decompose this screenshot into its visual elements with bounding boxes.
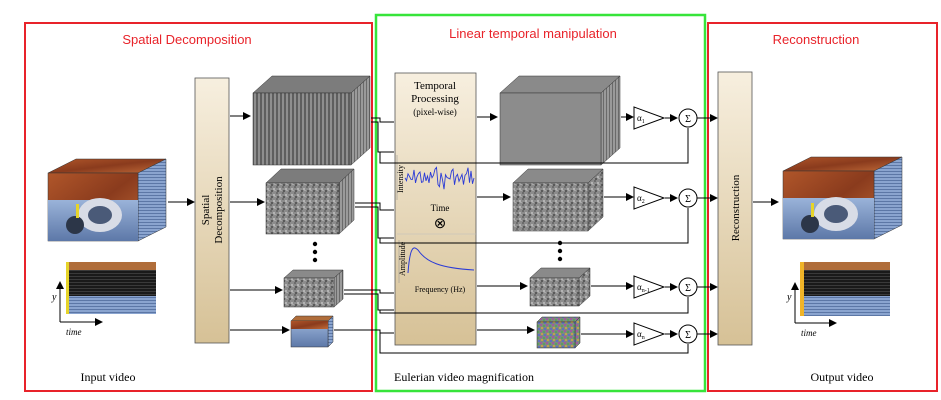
sum-node-2: Σ [678, 188, 698, 208]
plot-amplitude-ylabel: Amplitude [398, 241, 407, 276]
plot-time-xlabel: Time [431, 203, 450, 213]
plot-intensity-ylabel: Intensity [396, 165, 405, 193]
ellipsis-filtered [557, 240, 563, 262]
temporal-label-line1: Temporal [414, 80, 456, 92]
svg-text:Decomposition: Decomposition [213, 176, 225, 244]
caption-output-video: Output video [811, 370, 874, 384]
sum-node-4: Σ [678, 324, 698, 344]
gain-label-3: αn-1 [637, 282, 650, 294]
pyramid-level-2-cube [265, 168, 355, 235]
input-video-cube [47, 158, 167, 242]
filtered-level-2-cube [512, 168, 604, 232]
section-frame-reconstruction [707, 22, 938, 392]
filtered-level-3-cube [529, 267, 591, 307]
temporal-label-line2: Processing [411, 93, 459, 105]
gain-label-2: α2 [637, 193, 645, 205]
sum-symbol-4: Σ [685, 330, 691, 341]
intensity-signal [404, 166, 475, 190]
pyramid-level-3-cube [283, 269, 344, 308]
output-video-slice [800, 262, 890, 316]
sum-symbol-3: Σ [685, 283, 691, 294]
gain-triangle-3: αn-1 [633, 275, 666, 299]
gain-triangle-1: α1 [633, 106, 666, 130]
spatial-decomposition-block: Spatial Decomposition [194, 77, 230, 344]
gain-label-1: α1 [637, 113, 645, 125]
filtered-level-1-cube [499, 75, 621, 166]
level-connectors [334, 117, 394, 334]
frequency-response-curve [407, 247, 475, 274]
ellipsis-levels [312, 241, 318, 263]
axis-y-output: y [786, 292, 792, 303]
spatial-decomp-label-line1: Spatial [200, 195, 212, 226]
gain-label-4: αn [637, 329, 645, 341]
section-title-spatial: Spatial Decomposition [122, 32, 251, 47]
input-axes: y time [51, 281, 103, 337]
caption-eulerian: Eulerian video magnification [394, 370, 534, 384]
axis-time-output: time [801, 328, 817, 338]
pyramid-level-4-cube [290, 315, 334, 348]
reconstruction-block: Reconstruction [717, 71, 753, 346]
temporal-label-line3: (pixel-wise) [413, 107, 456, 117]
reconstruction-label: Reconstruction [730, 174, 742, 241]
spatial-decomp-label-line2: Decomposition [213, 176, 225, 244]
output-video-cube [782, 156, 903, 240]
multiply-symbol: ⊗ [434, 216, 447, 232]
output-axes: y time [786, 282, 837, 338]
gain-triangle-4: αn [633, 322, 666, 346]
sum-symbol-2: Σ [685, 194, 691, 205]
axis-y-input: y [51, 292, 57, 303]
sum-node-3: Σ [678, 277, 698, 297]
temporal-processing-block: Temporal Processing (pixel-wise) Intensi… [394, 72, 477, 346]
caption-input-video: Input video [81, 370, 136, 384]
axis-time-input: time [66, 327, 82, 337]
plot-frequency-xlabel: Frequency (Hz) [415, 285, 466, 294]
sum-to-reconstruction-arrows [697, 114, 718, 338]
svg-text:Spatial: Spatial [200, 195, 212, 226]
bypass-lines [379, 128, 689, 354]
input-video-slice [66, 262, 156, 314]
section-title-reconstruction: Reconstruction [773, 32, 860, 47]
sum-symbol-1: Σ [685, 114, 691, 125]
filtered-level-4-cube [536, 316, 581, 349]
section-title-temporal: Linear temporal manipulation [449, 26, 617, 41]
pyramid-level-1-cube [252, 75, 371, 166]
gain-triangle-2: α2 [633, 186, 666, 210]
sum-node-1: Σ [678, 108, 698, 128]
